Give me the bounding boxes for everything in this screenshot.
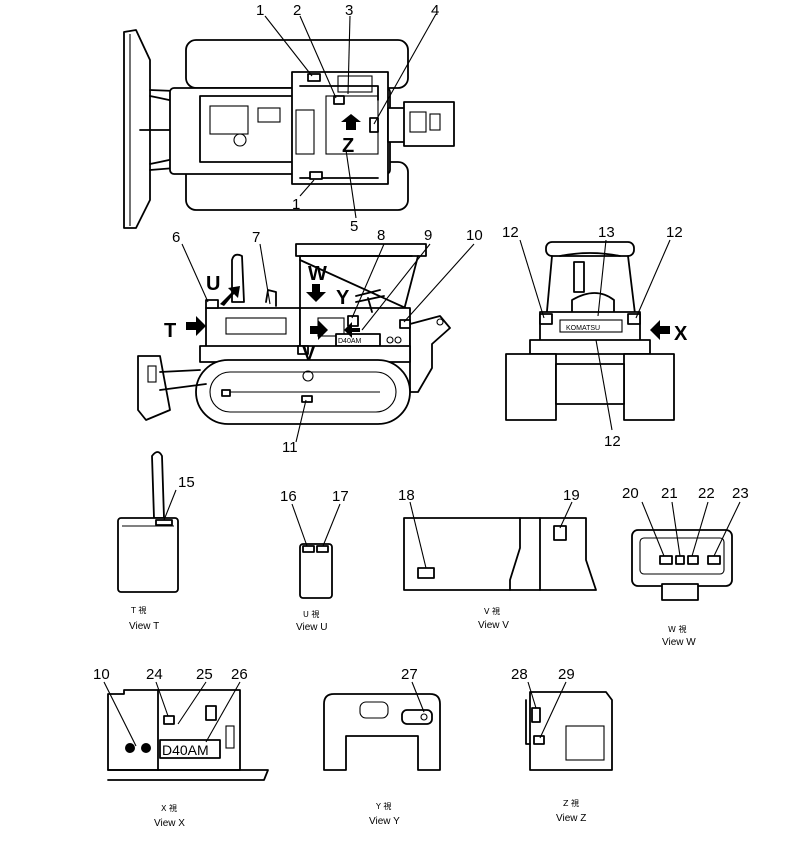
callout-4: 4 [431,2,439,19]
callout-12-right: 12 [666,224,683,241]
caption-z-kanji: Z 視 [563,799,579,808]
view-w-part [631,501,741,601]
callout-6: 6 [172,229,180,246]
svg-text:KOMATSU: KOMATSU [566,325,600,332]
caption-w: View W [662,637,696,648]
callout-25: 25 [196,666,213,683]
view-letter-x: X [674,323,688,345]
callout-29: 29 [558,666,575,683]
callout-22: 22 [698,485,715,502]
view-captions: T 視 View T U 視 View U V 視 View V W 視 Vie… [129,606,696,829]
callout-2: 2 [293,2,301,19]
view-x-part: D40AM [103,681,269,781]
top-view-leaders [264,13,437,219]
caption-u: View U [296,622,328,633]
view-t-part [117,451,179,593]
view-v-part [403,501,597,591]
top-view-dozer: Z [123,29,455,229]
view-letter-w: W [308,263,327,285]
callout-18: 18 [398,487,415,504]
caption-x-kanji: X 視 [161,804,177,813]
view-letter-y: Y [336,287,350,309]
callout-13: 13 [598,224,615,241]
view-letter-v: V [302,343,316,365]
rear-view-leaders [519,239,671,431]
caption-z: View Z [556,813,586,824]
caption-v: View V [478,620,509,631]
callout-numbers: 1 2 3 4 1 5 6 7 8 9 10 12 13 12 11 12 15… [93,2,749,683]
caption-y-kanji: Y 視 [375,802,391,811]
callout-16: 16 [280,488,297,505]
callout-15: 15 [178,474,195,491]
svg-text:Z: Z [342,135,354,157]
svg-text:D40AM: D40AM [338,338,362,345]
caption-t: View T [129,621,159,632]
caption-u-kanji: U 視 [303,610,319,619]
view-z-part [525,681,613,771]
callout-1-top: 1 [256,2,264,19]
caption-w-kanji: W 視 [668,625,686,634]
caption-t-kanji: T 視 [130,606,146,615]
callout-20: 20 [622,485,639,502]
callout-10-side: 10 [466,227,483,244]
callout-5: 5 [350,218,358,235]
view-y-part [323,681,441,771]
callout-11: 11 [282,439,298,456]
view-letter-t: T [164,320,176,342]
callout-27: 27 [401,666,418,683]
callout-19: 19 [563,487,580,504]
callout-12-left: 12 [502,224,519,241]
callout-23: 23 [732,485,749,502]
callout-24: 24 [146,666,163,683]
svg-text:D40AM: D40AM [162,742,209,758]
callout-26: 26 [231,666,248,683]
caption-x: View X [154,818,185,829]
callout-12-bottom: 12 [604,433,621,450]
callout-1-bottom: 1 [292,196,300,213]
caption-y: View Y [369,816,400,827]
callout-21: 21 [661,485,678,502]
view-letters: U W Y T V X [164,263,688,365]
callout-7: 7 [252,229,260,246]
callout-28: 28 [511,666,528,683]
caption-v-kanji: V 視 [484,607,500,616]
side-view-dozer: D40AM [137,243,451,425]
callout-3: 3 [345,2,353,19]
callout-17: 17 [332,488,349,505]
callout-9: 9 [424,227,432,244]
callout-8: 8 [377,227,385,244]
callout-10-x: 10 [93,666,110,683]
view-u-part [291,503,341,599]
rear-view-dozer: KOMATSU [505,241,675,421]
view-letter-u: U [206,273,220,295]
side-view-leaders [181,243,475,443]
